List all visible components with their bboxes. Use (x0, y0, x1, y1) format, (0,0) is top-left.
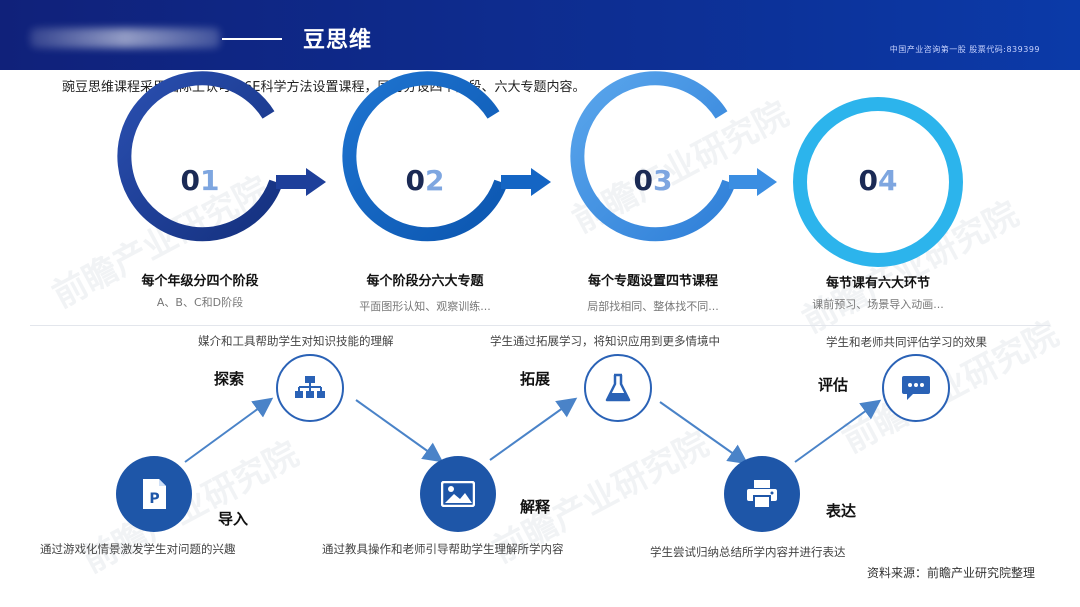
connector-5 (794, 399, 882, 463)
document-p-icon: P (143, 479, 166, 509)
stage-ring-4 (793, 97, 963, 267)
stage-desc-1: A、B、C和D阶段 (156, 296, 244, 309)
connector-1 (184, 397, 274, 463)
svg-text:P: P (149, 491, 159, 507)
stage-title-2: 每个阶段分六大专题 (366, 274, 484, 289)
header-bar: 豆思维 中国产业咨询第一股 股票代码:839399 (0, 0, 1080, 70)
step-daoru-label: 导入 (218, 510, 249, 528)
stage-arrow-1 (276, 168, 326, 196)
step-pinggu-desc: 学生和老师共同评估学习的效果 (826, 335, 987, 349)
stage-ring-1 (117, 71, 283, 242)
stage-number-1: 01 (180, 164, 220, 197)
stage-ring-2 (342, 71, 508, 242)
step-tuozhan-label: 拓展 (520, 370, 551, 388)
stage-rings-graphic (117, 71, 963, 267)
stage-arrow-2 (501, 168, 551, 196)
stage-number-4: 04 (858, 164, 898, 197)
stage-desc-2: 平面图形认知、观察训练... (359, 300, 491, 313)
stage-title-1: 每个年级分四个阶段 (141, 274, 259, 289)
stage-arrow-3 (729, 168, 777, 196)
stage-desc-4: 课前预习、场景导入动画... (812, 298, 944, 311)
step-biaoda-desc: 学生尝试归纳总结所学内容并进行表达 (650, 545, 846, 559)
step-jieshi-label: 解释 (520, 498, 551, 516)
page-title: 豆思维 (303, 28, 373, 53)
stage-title-4: 每节课有六大环节 (825, 276, 930, 291)
step-pinggu-label: 评估 (818, 376, 849, 394)
stage-number-2: 02 (405, 164, 445, 197)
flask-icon (605, 373, 631, 402)
image-icon (441, 481, 475, 507)
stage-desc-3: 局部找相同、整体找不同... (587, 300, 719, 313)
step-tuozhan-desc: 学生通过拓展学习，将知识应用到更多情境中 (490, 334, 720, 348)
connector-3 (489, 397, 578, 461)
hierarchy-icon (295, 376, 325, 398)
stage-ring-3 (570, 71, 736, 242)
section-divider (30, 325, 1050, 326)
step-jieshi-circle (420, 456, 496, 532)
printer-icon (747, 480, 777, 509)
stage-number-3: 03 (633, 164, 673, 197)
header-blurred-logo (30, 28, 220, 48)
step-pinggu-circle (882, 354, 950, 422)
connector-4 (659, 401, 749, 465)
step-tansuo-desc: 媒介和工具帮助学生对知识技能的理解 (198, 334, 394, 348)
step-tansuo-circle (276, 354, 344, 422)
header-right-text: 中国产业咨询第一股 股票代码:839399 (889, 45, 1040, 54)
step-tansuo-label: 探索 (214, 370, 245, 388)
step-daoru-circle: P (116, 456, 192, 532)
connector-2 (355, 399, 444, 463)
step-tuozhan-circle (584, 354, 652, 422)
step-daoru-desc: 通过游戏化情景激发学生对问题的兴趣 (40, 542, 236, 556)
step-biaoda-circle (724, 456, 800, 532)
source-note: 资料来源：前瞻产业研究院整理 (866, 566, 1035, 580)
step-biaoda-label: 表达 (826, 502, 857, 520)
chat-bubble-icon (902, 376, 930, 400)
header-divider-line (222, 38, 282, 40)
step-jieshi-desc: 通过教具操作和老师引导帮助学生理解所学内容 (322, 542, 564, 556)
stage-title-3: 每个专题设置四节课程 (587, 274, 718, 289)
